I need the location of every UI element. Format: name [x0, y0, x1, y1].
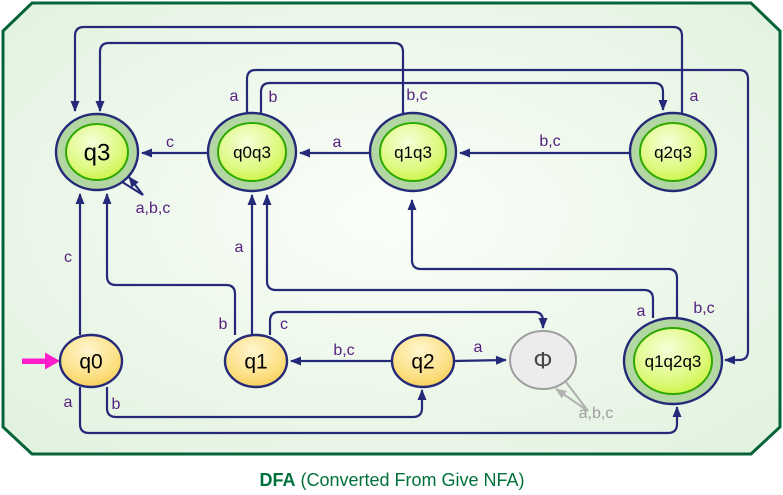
accepting-inner-circle	[633, 327, 713, 395]
state-circle	[390, 333, 456, 389]
state-q1: q1	[223, 333, 289, 389]
state-q0: q0	[58, 333, 124, 389]
transition-label-phi-phi: a,b,c	[579, 405, 614, 422]
accepting-inner-circle	[217, 122, 287, 182]
transition-phi-phi	[555, 381, 589, 412]
transition-label-q0q3-q3: c	[166, 134, 174, 151]
state-label-phi: Φ	[533, 347, 552, 374]
transition-label-q1-q0q3: a	[235, 239, 244, 256]
state-label-q1q3: q1q3	[394, 143, 432, 162]
state-label-q2q3: q2q3	[654, 143, 692, 162]
state-q1q3: q1q3	[368, 111, 458, 193]
state-q3: q3	[54, 112, 140, 192]
transition-label-q1-q3: b	[219, 316, 228, 333]
transition-q0-q2	[105, 387, 427, 419]
transition-label-q1q3-q0q3: a	[333, 134, 342, 151]
trap-circle	[509, 330, 577, 390]
transition-q1q2q3-q1q3	[407, 199, 679, 318]
transition-label-q2-q1: b,c	[333, 342, 354, 359]
transition-label-q2q3-q1q3: b,c	[539, 133, 560, 150]
state-phi: Φ	[509, 330, 577, 390]
transition-q1-q3	[102, 193, 237, 335]
caption-rest: (Converted From Give NFA)	[295, 470, 524, 490]
transition-q0q3-q2q3	[259, 81, 668, 113]
transition-label-q1-phi: c	[280, 316, 288, 333]
state-label-q0q3: q0q3	[233, 143, 271, 162]
transition-label-q0-q3: c	[64, 249, 72, 266]
transition-label-q0-q2: b	[112, 396, 121, 413]
transition-q2q3-q3	[70, 25, 684, 113]
transition-q1-phi	[268, 310, 548, 335]
transition-label-q2q3-q3: a	[690, 88, 699, 105]
transition-label-q0-q1q2q3: a	[64, 394, 73, 411]
transition-label-q1q3-q3: b,c	[406, 87, 427, 104]
transition-label-q2-phi: a	[474, 339, 483, 356]
state-label-q1: q1	[244, 350, 267, 373]
state-q0q3: q0q3	[206, 111, 298, 193]
accepting-inner-circle	[639, 122, 707, 182]
transition-q1q3-q3	[95, 41, 405, 113]
state-label-q0: q0	[79, 350, 102, 373]
transition-label-q0q3-q2q3: b	[269, 89, 278, 106]
diagram-frame	[1, 1, 782, 456]
state-circle	[58, 333, 124, 389]
start-arrow	[22, 352, 60, 370]
state-q2: q2	[390, 333, 456, 389]
transition-q2-phi	[453, 355, 507, 365]
transition-q3-q3	[118, 176, 144, 196]
transition-label-q3-q3: a,b,c	[136, 200, 171, 217]
state-label-q1q2q3: q1q2q3	[645, 352, 702, 371]
transition-label-q1q2q3-q1q3: b,c	[693, 300, 714, 317]
accepting-inner-circle	[65, 123, 129, 181]
transition-q1q2q3-q0q3	[262, 194, 655, 318]
transition-label-q0q3-q1q2q3: a	[230, 88, 239, 105]
diagram-caption: DFA (Converted From Give NFA)	[259, 470, 524, 490]
state-q2q3: q2q3	[628, 111, 718, 193]
transition-q0q3-q1q2q3	[245, 68, 750, 365]
accepting-inner-circle	[379, 122, 447, 182]
transition-wires: c a b,c b,c a c a b c a b,c a b b,c a a b a,b,c a,b,c	[64, 25, 750, 435]
caption-bold: DFA	[259, 470, 295, 490]
state-label-q2: q2	[411, 350, 434, 373]
state-label-q3: q3	[84, 139, 111, 166]
transition-q0-q1q2q3	[78, 387, 682, 435]
state-circle	[223, 333, 289, 389]
transition-label-q1q2q3-q0q3: a	[637, 303, 646, 320]
state-q1q2q3: q1q2q3	[622, 316, 724, 406]
